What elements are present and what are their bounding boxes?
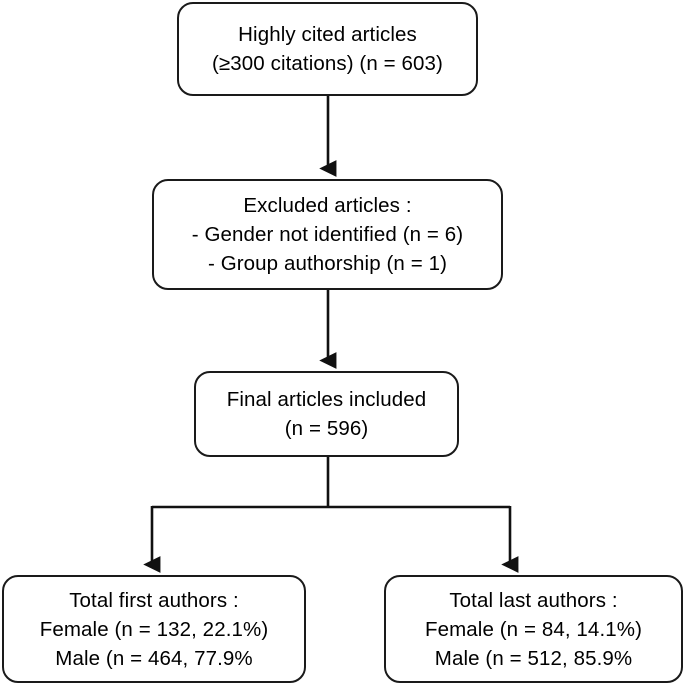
node-line: Total first authors :: [69, 588, 239, 612]
node-final-articles-included: Final articles included (n = 596): [194, 371, 459, 457]
node-line: Female (n = 132, 22.1%): [39, 617, 269, 641]
node-line: Male (n = 464, 77.9%: [55, 646, 253, 670]
edge-final-split-stem: [152, 457, 510, 509]
node-total-last-authors: Total last authors : Female (n = 84, 14.…: [384, 575, 683, 683]
node-line: Female (n = 84, 14.1%): [425, 617, 642, 641]
node-highly-cited-articles: Highly cited articles (≥300 citations) (…: [177, 2, 478, 96]
node-line: (n = 596): [284, 417, 369, 440]
node-line: Excluded articles :: [243, 194, 412, 217]
node-line: - Group authorship (n = 1): [207, 252, 448, 275]
node-line: (≥300 citations) (n = 603): [212, 52, 443, 75]
node-line: Highly cited articles: [238, 23, 417, 46]
node-line: - Gender not identified (n = 6): [191, 223, 464, 246]
node-line: Total last authors :: [449, 588, 618, 612]
node-line: Male (n = 512, 85.9%: [434, 646, 633, 670]
node-total-first-authors: Total first authors : Female (n = 132, 2…: [2, 575, 306, 683]
node-excluded-articles: Excluded articles : - Gender not identif…: [152, 179, 503, 290]
node-line: Final articles included: [226, 388, 427, 411]
